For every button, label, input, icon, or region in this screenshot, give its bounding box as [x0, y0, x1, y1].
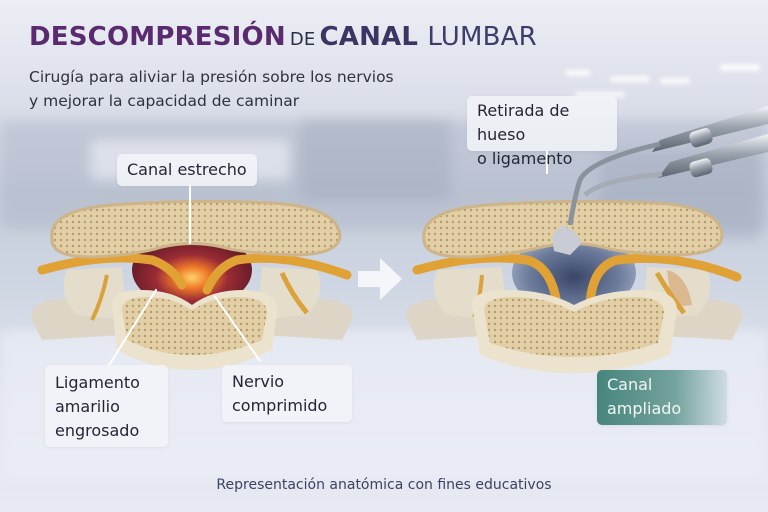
label-ligament-line-3: engrosado	[55, 421, 140, 440]
subtitle-line-1: Cirugía para aliviar la presión sobre lo…	[29, 68, 394, 86]
label-removal-line-1: Retirada de hueso	[477, 101, 570, 144]
label-narrow-canal-text: Canal estrecho	[127, 160, 247, 179]
title-part-lumbar: LUMBAR	[427, 22, 537, 52]
narrow-canal-pointer	[189, 184, 191, 244]
label-ligament-line-2: amarilio	[55, 397, 120, 416]
stenotic-vertebra-illustration	[31, 199, 353, 370]
label-thickened-ligament: Ligamento amarilio engrosado	[45, 365, 168, 447]
decompressed-vertebra-illustration	[406, 199, 743, 373]
label-widened-line-1: Canal	[607, 375, 653, 394]
label-nerve-line-2: comprimido	[232, 396, 328, 415]
title-part-canal: CANAL	[319, 22, 419, 52]
label-compressed-nerve: Nervio comprimido	[222, 365, 352, 422]
label-removal-line-2: o ligamento	[477, 149, 573, 168]
rongeur-instrument-icon	[567, 106, 768, 226]
removal-pointer	[546, 150, 548, 174]
educational-disclaimer: Representación anatómica con fines educa…	[216, 477, 552, 493]
title-part-de: DE	[289, 29, 316, 50]
page-subtitle: Cirugía para aliviar la presión sobre lo…	[29, 65, 394, 113]
subtitle-line-2: y mejorar la capacidad de caminar	[29, 92, 300, 110]
label-widened-line-2: ampliado	[607, 399, 682, 418]
label-bone-ligament-removal: Retirada de hueso o ligamento	[467, 96, 617, 168]
label-widened-canal: Canal ampliado	[597, 370, 727, 425]
title-part-descompresion: DESCOMPRESIÓN	[29, 22, 286, 52]
label-ligament-line-1: Ligamento	[55, 373, 140, 392]
arrow-right-icon	[358, 258, 402, 300]
label-narrow-canal: Canal estrecho	[117, 154, 257, 186]
label-nerve-line-1: Nervio	[232, 372, 285, 391]
